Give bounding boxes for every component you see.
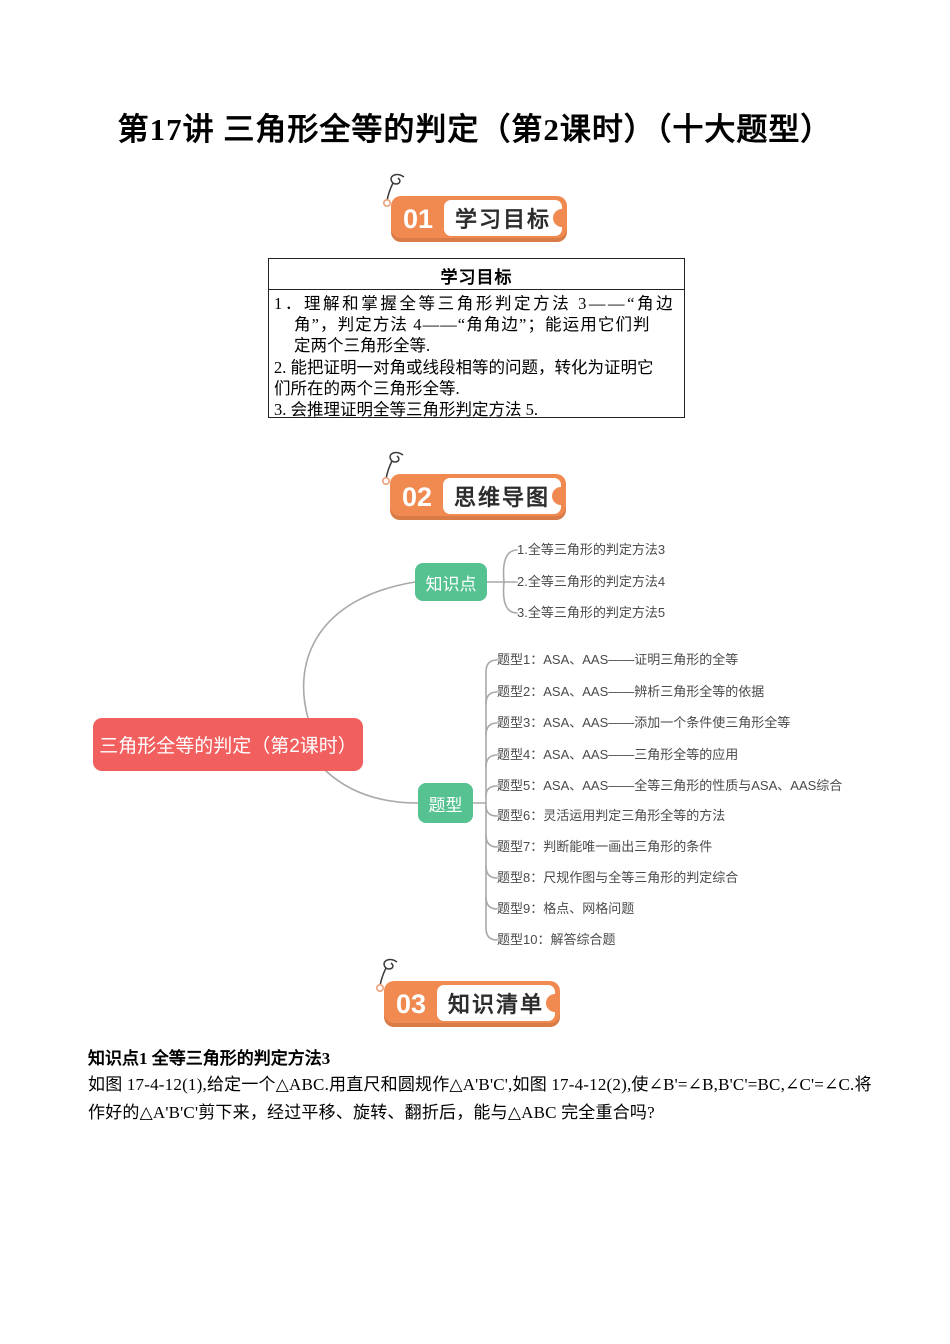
mindmap-leaf-type-9: 题型9：格点、网格问题 [497,901,635,916]
mindmap-leaf-knowledge-2: 2.全等三角形的判定方法4 [517,574,666,589]
pin-icon [382,451,404,485]
pin-icon [376,958,398,992]
section-pill: 学习目标 [444,200,562,236]
section-label: 学习目标 [454,207,551,232]
mindmap-leaf-type-2: 题型2：ASA、AAS——辨析三角形全等的依据 [497,684,765,699]
section-badge-learning-goals: 01 学习目标 [383,173,567,242]
knowledge-point-text-line: 如图 17-4-12(1),给定一个△ABC.用直尺和圆规作△A'B'C',如图… [88,1075,872,1094]
knowledge-point-heading: 知识点1 全等三角形的判定方法3 [88,1049,331,1068]
section-label: 思维导图 [453,485,550,510]
section-number: 03 [395,988,427,1019]
connector-root-knowledge [302,581,416,719]
mindmap-leaf-type-5: 题型5：ASA、AAS——全等三角形的性质与ASA、AAS综合 [497,778,843,793]
section-pill: 知识清单 [437,985,555,1021]
section-label: 知识清单 [447,992,544,1017]
pill-notch [546,994,555,1012]
mindmap-leaf-knowledge-1: 1.全等三角形的判定方法3 [517,542,666,557]
section-number: 01 [402,203,434,234]
section-badge-knowledge-list: 03 知识清单 [376,958,560,1027]
objective-line: 1．理解和掌握全等三角形判定方法 3——“角边 [274,294,676,313]
mindmap-leaf-type-4: 题型4：ASA、AAS——三角形全等的应用 [497,747,739,762]
objective-line: 角”，判定方法 4——“角角边”；能运用它们判 [294,315,651,335]
pill-notch [553,209,562,227]
mindmap-leaf-type-3: 题型3：ASA、AAS——添加一个条件使三角形全等 [497,715,791,730]
section-pill: 思维导图 [443,478,561,514]
section-badge-mind-map: 02 思维导图 [382,451,566,520]
connector-root-types [325,770,419,804]
mindmap-leaf-knowledge-3: 3.全等三角形的判定方法5 [517,605,666,620]
objectives-table: 学习目标 1．理解和掌握全等三角形判定方法 3——“角边 角”，判定方法 4——… [268,258,685,420]
objective-line: 3. 会推理证明全等三角形判定方法 5. [274,400,538,420]
mindmap-root-node: 三角形全等的判定（第2课时） [93,718,363,771]
objective-line: 2. 能把证明一对角或线段相等的问题，转化为证明它 [274,357,654,377]
section-number: 02 [401,481,433,512]
mindmap-leaf-type-7: 题型7：判断能唯一画出三角形的条件 [497,839,713,854]
pill-notch [552,487,561,505]
page-title: 第17讲 三角形全等的判定（第2课时）（十大题型） [117,112,833,147]
mindmap-node-knowledge: 知识点 [415,563,487,601]
objective-line: 定两个三角形全等. [294,336,431,356]
objectives-table-header: 学习目标 [269,259,684,290]
mindmap-leaf-type-10: 题型10：解答综合题 [497,932,616,947]
objectives-table-body: 1．理解和掌握全等三角形判定方法 3——“角边 角”，判定方法 4——“角角边”… [269,290,684,420]
mindmap-leaf-type-6: 题型6：灵活运用判定三角形全等的方法 [497,808,726,823]
pin-icon [383,173,405,207]
mindmap-node-types: 题型 [418,783,473,823]
mindmap-leaf-type-1: 题型1：ASA、AAS——证明三角形的全等 [497,652,739,667]
mindmap-leaf-type-8: 题型8：尺规作图与全等三角形的判定综合 [497,870,739,885]
knowledge-point-text-line: 作好的△A'B'C'剪下来，经过平移、旋转、翻折后，能与△ABC 完全重合吗? [88,1103,655,1122]
objective-line: 们所在的两个三角形全等. [274,378,460,398]
